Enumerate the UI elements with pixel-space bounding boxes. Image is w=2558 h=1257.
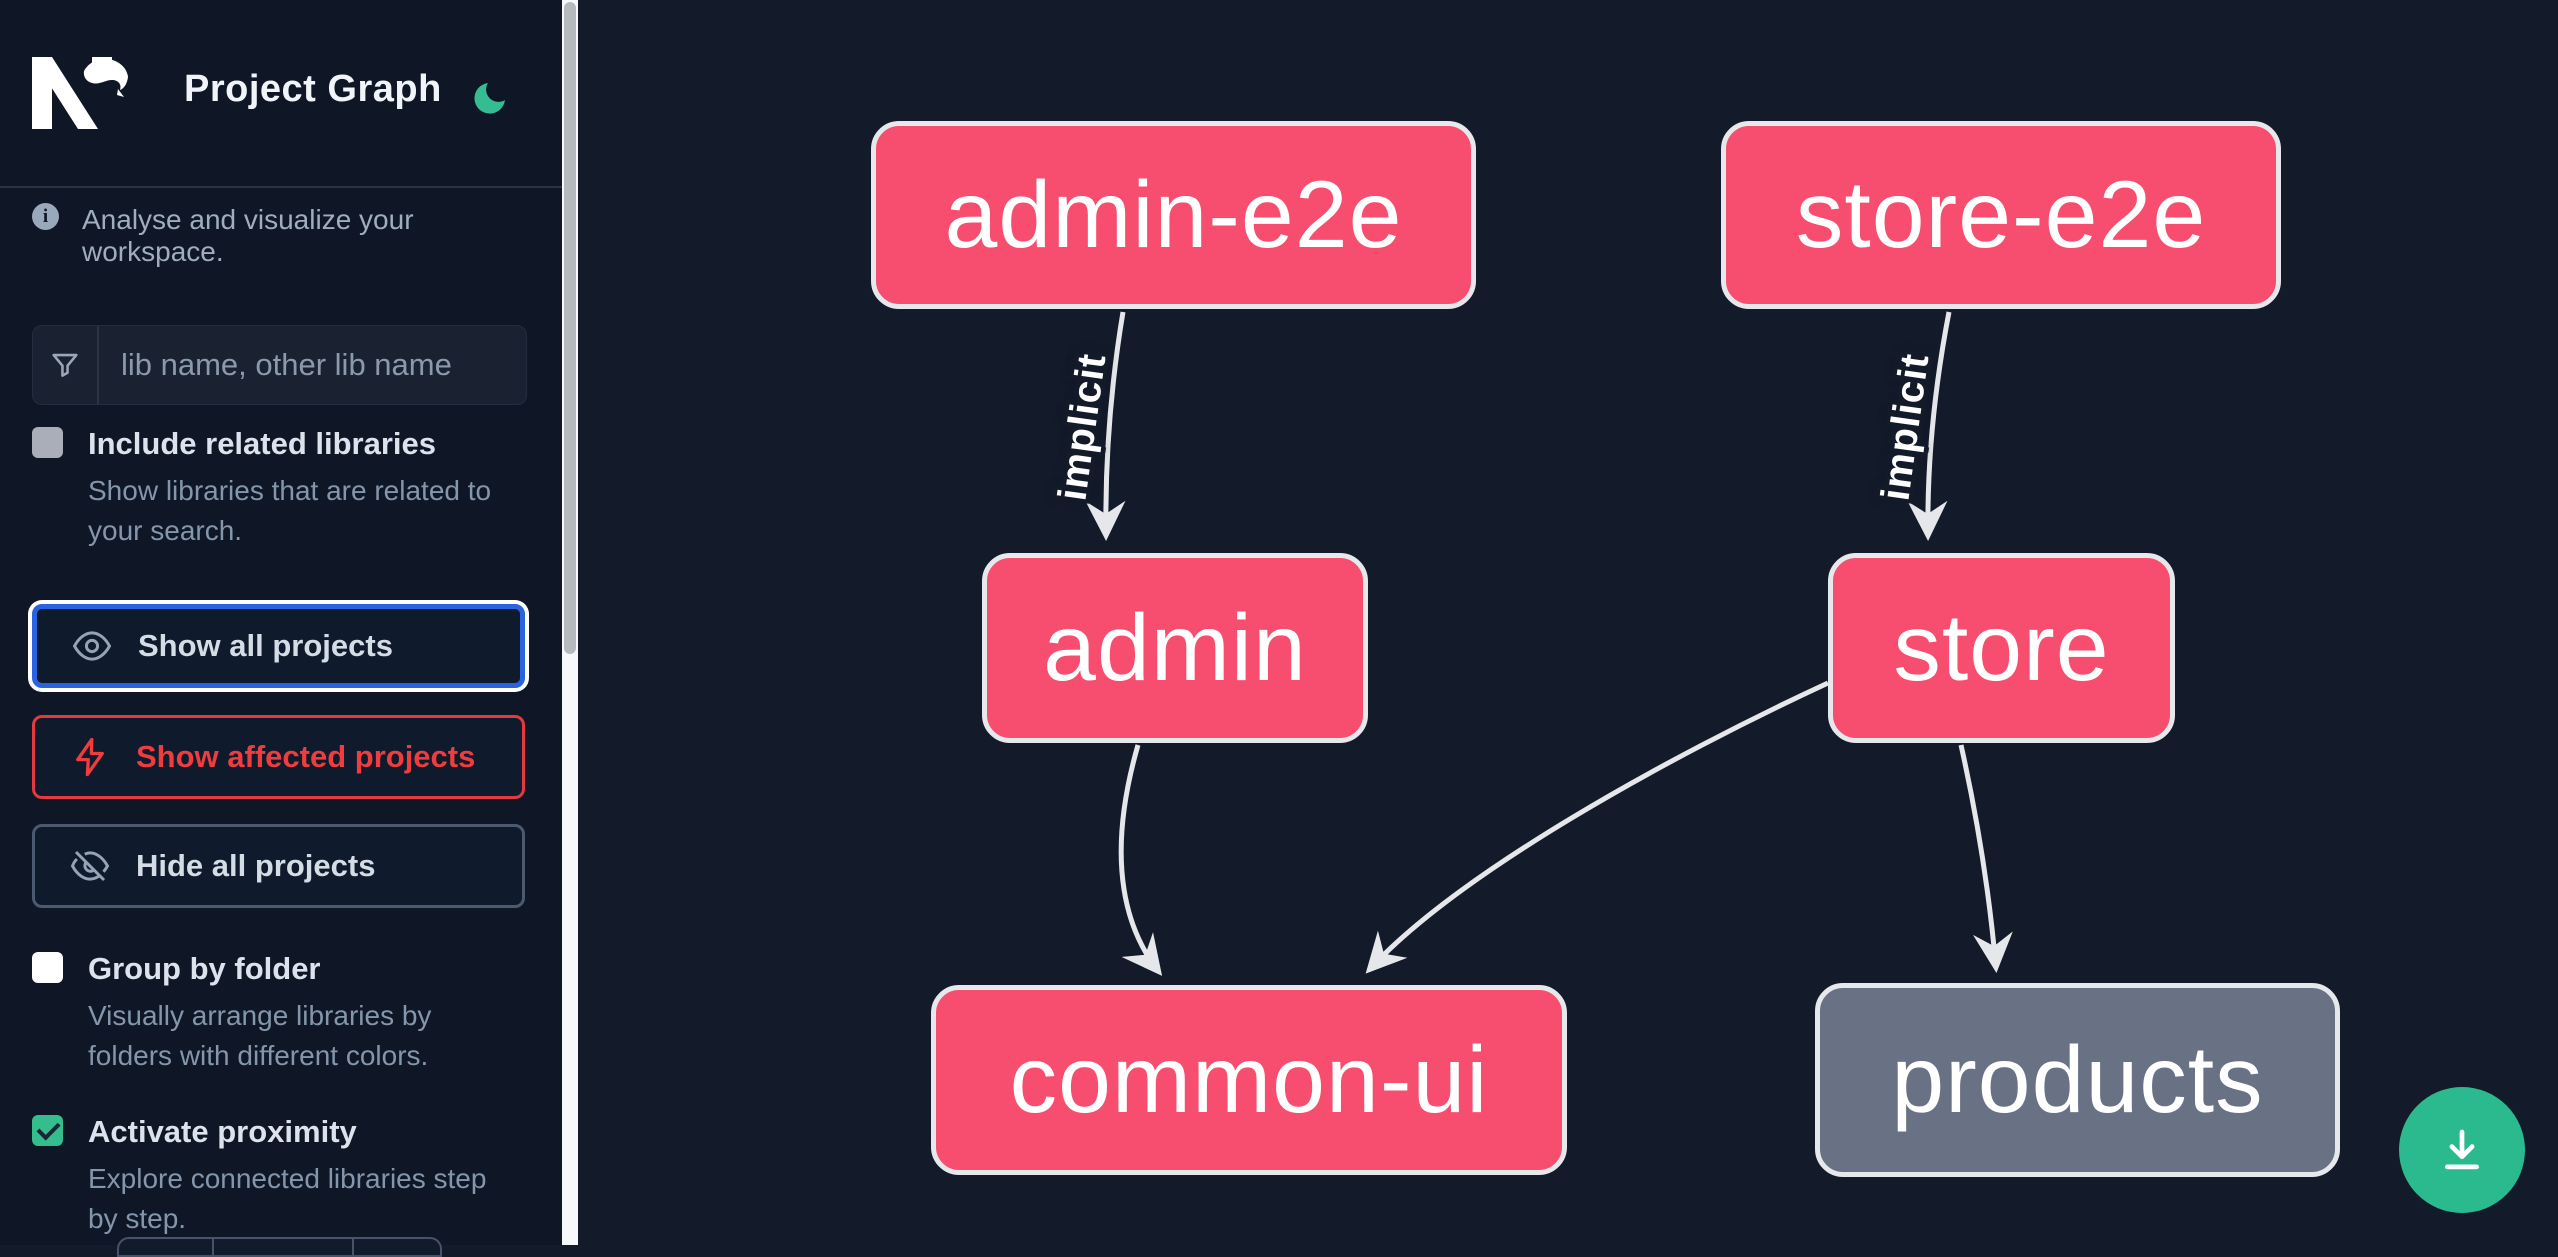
group-by-folder-checkbox[interactable] [32, 952, 63, 983]
include-related-description: Show libraries that are related to your … [88, 475, 492, 546]
group-by-folder-label: Group by folder [88, 951, 321, 986]
graph-node-admin-e2e[interactable]: admin-e2e [871, 121, 1476, 309]
moon-icon[interactable] [470, 78, 510, 118]
proximity-depth-button-group[interactable] [117, 1237, 442, 1257]
sidebar-scrollbar-track [562, 0, 578, 1245]
sidebar: Project Graph i Analyse and visualize yo… [0, 0, 562, 1257]
graph-node-common-ui[interactable]: common-ui [931, 985, 1567, 1175]
graph-node-products[interactable]: products [1815, 983, 2340, 1177]
button-group-segment[interactable] [212, 1239, 352, 1255]
activate-proximity-checkbox[interactable] [32, 1115, 63, 1146]
include-related-option: Include related libraries Show libraries… [32, 425, 532, 551]
graph-node-admin[interactable]: admin [982, 553, 1368, 743]
download-graph-button[interactable] [2399, 1087, 2525, 1213]
show-affected-projects-button[interactable]: Show affected projects [32, 715, 525, 799]
eye-icon [72, 631, 112, 661]
group-by-folder-description: Visually arrange libraries by folders wi… [88, 1000, 432, 1071]
edge-store-to-products [1958, 744, 2013, 973]
workspace-tagline-row: i Analyse and visualize your workspace. [32, 203, 532, 268]
search-input[interactable] [99, 326, 526, 404]
include-related-label: Include related libraries [88, 426, 437, 461]
info-icon: i [32, 203, 59, 230]
graph-node-store[interactable]: store [1828, 553, 2175, 743]
bolt-icon [76, 737, 104, 777]
show-affected-projects-label: Show affected projects [136, 739, 476, 774]
edge-admin-e2e-to-admin [1085, 311, 1126, 541]
edge-admin-to-common-ui [1118, 744, 1163, 976]
eye-off-icon [70, 850, 110, 882]
node-label: common-ui [1009, 1026, 1489, 1133]
edge-store-to-common-ui [1365, 680, 1830, 974]
activate-proximity-option: Activate proximity Explore connected lib… [32, 1113, 532, 1239]
sidebar-header: Project Graph [0, 0, 562, 188]
show-all-projects-label: Show all projects [138, 628, 393, 663]
graph-node-store-e2e[interactable]: store-e2e [1721, 121, 2281, 309]
activate-proximity-description: Explore connected libraries step by step… [88, 1163, 487, 1234]
download-icon [2445, 1129, 2479, 1170]
project-graph-canvas[interactable]: implicit implicit admin-e2e store-e2e ad… [578, 0, 2558, 1245]
show-all-projects-button[interactable]: Show all projects [32, 604, 525, 688]
node-label: products [1891, 1026, 2264, 1133]
button-group-segment[interactable] [119, 1239, 212, 1255]
group-by-folder-option: Group by folder Visually arrange librari… [32, 950, 532, 1076]
node-label: admin [1043, 594, 1307, 701]
search-box [32, 325, 527, 405]
node-label: store [1893, 594, 2110, 701]
hide-all-projects-label: Hide all projects [136, 848, 376, 883]
filter-funnel-icon [33, 326, 99, 404]
nx-logo [32, 57, 128, 129]
edge-store-e2e-to-store [1907, 311, 1952, 541]
node-label: store-e2e [1795, 161, 2207, 268]
include-related-checkbox[interactable] [32, 427, 63, 458]
hide-all-projects-button[interactable]: Hide all projects [32, 824, 525, 908]
activate-proximity-label: Activate proximity [88, 1114, 357, 1149]
sidebar-scrollbar-thumb[interactable] [564, 2, 576, 654]
button-group-segment[interactable] [352, 1239, 440, 1255]
node-label: admin-e2e [944, 161, 1403, 268]
dependency-edges [1085, 311, 2013, 976]
page-title: Project Graph [184, 68, 442, 110]
workspace-tagline: Analyse and visualize your workspace. [82, 204, 414, 267]
